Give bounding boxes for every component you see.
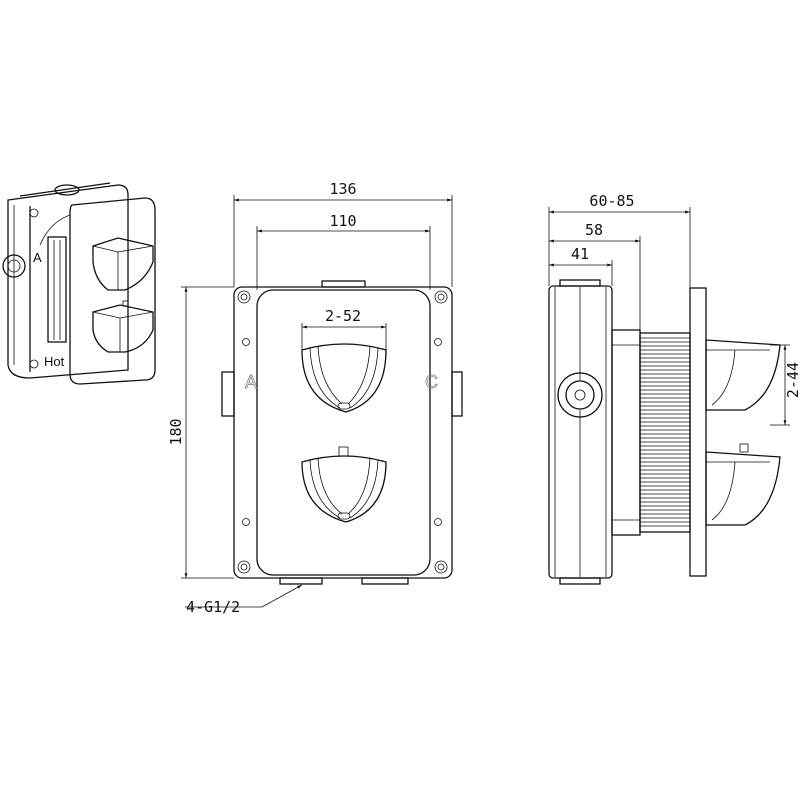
iso-knob-lower: [92, 304, 154, 353]
side-port-icon: [2, 254, 26, 278]
dim-180: 180: [167, 418, 185, 445]
side-handle-lower: [705, 451, 781, 526]
side-handle-upper: [705, 339, 781, 411]
front-cover-plate: [256, 289, 431, 576]
iso-knob-upper: [92, 237, 154, 291]
front-label-a: A: [245, 372, 257, 392]
front-label-c: C: [425, 372, 438, 392]
cover-plate: [69, 197, 156, 385]
front-view: A C 136 110 180 2-52 4-G1/2: [167, 180, 463, 616]
mounting-holes: [237, 290, 448, 574]
front-knob-upper: [301, 343, 387, 413]
top-port: [54, 184, 80, 196]
front-knob-lower: [301, 446, 387, 523]
side-view: 60-85 58 41 2-44: [548, 192, 800, 585]
dim-41: 41: [571, 245, 589, 263]
iso-label-a: A: [33, 250, 42, 265]
iso-label-hot: Hot: [44, 354, 65, 369]
dim-2-52: 2-52: [325, 307, 361, 325]
isometric-view: A Hot: [2, 182, 156, 385]
thread-lines: [640, 337, 690, 527]
dim-136: 136: [329, 180, 356, 198]
dim-58: 58: [585, 221, 603, 239]
dim-60-85: 60-85: [589, 192, 634, 210]
dim-2-44: 2-44: [784, 362, 800, 398]
dim-4-g1-2: 4-G1/2: [186, 598, 240, 616]
wall-plate: [689, 287, 707, 577]
dim-110: 110: [329, 212, 356, 230]
side-port-circle: [557, 372, 603, 418]
